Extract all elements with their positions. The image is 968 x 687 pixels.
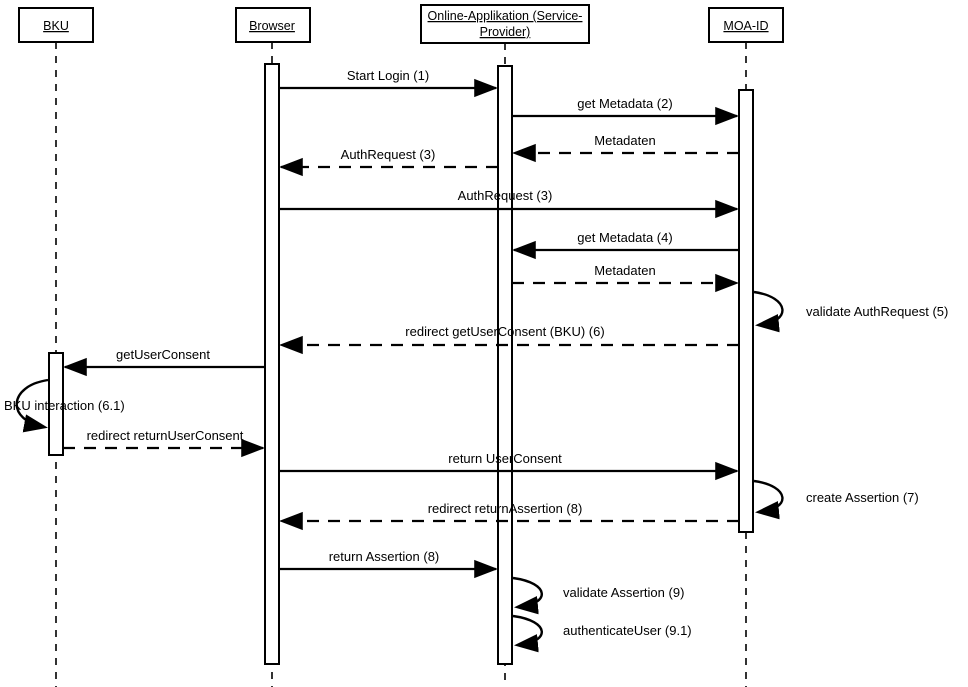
message-label-redirect-getuserconsent: redirect getUserConsent (BKU) (6): [405, 324, 604, 339]
self-message-validate-authrequest[interactable]: validate AuthRequest (5): [753, 290, 948, 333]
participant-online-applikation[interactable]: Online-Applikation (Service- Provider): [420, 4, 590, 44]
self-message-arc-validate-assertion: [512, 576, 543, 615]
self-message-validate-assertion[interactable]: validate Assertion (9): [512, 576, 684, 615]
message-label-get-metadata-2: get Metadata (2): [577, 96, 672, 111]
message-get-metadata-4[interactable]: get Metadata (4): [512, 230, 739, 260]
message-getuserconsent[interactable]: getUserConsent: [63, 347, 265, 377]
activation-bar-bku: [48, 352, 64, 456]
self-message-arc-authenticate-user: [512, 614, 543, 653]
message-get-metadata-2[interactable]: get Metadata (2): [512, 96, 739, 126]
message-authrequest-3-to-browser[interactable]: AuthRequest (3): [279, 147, 498, 177]
participant-label-browser: Browser: [249, 19, 295, 33]
message-metadaten-2[interactable]: Metadaten: [512, 263, 739, 293]
message-label-authrequest-3-to-moaid: AuthRequest (3): [458, 188, 553, 203]
message-redirect-returnassertion[interactable]: redirect returnAssertion (8): [279, 501, 739, 531]
message-redirect-getuserconsent[interactable]: redirect getUserConsent (BKU) (6): [279, 324, 739, 355]
message-label-metadaten-2: Metadaten: [594, 263, 655, 278]
message-authrequest-3-to-moaid[interactable]: AuthRequest (3): [279, 188, 739, 219]
self-message-create-assertion[interactable]: create Assertion (7): [753, 479, 919, 520]
participant-box-online-applikation[interactable]: [420, 4, 590, 44]
message-label-return-userconsent: return UserConsent: [448, 451, 562, 466]
message-label-getuserconsent: getUserConsent: [116, 347, 210, 362]
participant-label-online-applikation-line2: Provider): [480, 25, 531, 39]
self-message-arc-create-assertion: [753, 479, 784, 520]
message-label-redirect-returnuserconsent: redirect returnUserConsent: [87, 428, 244, 443]
participant-box-browser[interactable]: [235, 7, 311, 43]
message-label-authrequest-3-to-browser: AuthRequest (3): [341, 147, 436, 162]
self-message-label-bku-interaction: BKU interaction (6.1): [4, 398, 125, 413]
activation-bars-group: [48, 63, 754, 665]
self-message-label-validate-assertion: validate Assertion (9): [563, 585, 684, 600]
message-label-metadaten-1: Metadaten: [594, 133, 655, 148]
self-message-label-validate-authrequest: validate AuthRequest (5): [806, 304, 948, 319]
message-return-userconsent[interactable]: return UserConsent: [279, 451, 739, 481]
self-message-authenticate-user[interactable]: authenticateUser (9.1): [512, 614, 692, 653]
self-message-label-authenticate-user: authenticateUser (9.1): [563, 623, 692, 638]
message-start-login[interactable]: Start Login (1): [279, 68, 498, 98]
message-label-get-metadata-4: get Metadata (4): [577, 230, 672, 245]
message-return-assertion[interactable]: return Assertion (8): [279, 549, 498, 579]
participant-box-bku[interactable]: [18, 7, 94, 43]
message-label-return-assertion: return Assertion (8): [329, 549, 440, 564]
activation-bar-oa: [497, 65, 513, 665]
activation-bar-moaid: [738, 89, 754, 533]
message-redirect-returnuserconsent[interactable]: redirect returnUserConsent: [63, 428, 265, 458]
participant-label-moa-id: MOA-ID: [723, 19, 768, 33]
activation-bar-browser: [264, 63, 280, 665]
participant-browser[interactable]: Browser: [235, 7, 311, 43]
participant-box-moa-id[interactable]: [708, 7, 784, 43]
message-metadaten-1[interactable]: Metadaten: [512, 133, 739, 163]
self-message-arc-bku-interaction: [15, 378, 49, 433]
participant-bku[interactable]: BKU: [18, 7, 94, 43]
participant-label-bku: BKU: [43, 19, 69, 33]
participant-label-online-applikation-line1: Online-Applikation (Service-: [428, 9, 583, 23]
self-message-bku-interaction[interactable]: BKU interaction (6.1): [4, 378, 125, 433]
self-message-label-create-assertion: create Assertion (7): [806, 490, 919, 505]
self-message-arc-validate-authrequest: [753, 290, 784, 333]
message-label-redirect-returnassertion: redirect returnAssertion (8): [428, 501, 583, 516]
participant-moa-id[interactable]: MOA-ID: [708, 7, 784, 43]
message-label-start-login: Start Login (1): [347, 68, 429, 83]
